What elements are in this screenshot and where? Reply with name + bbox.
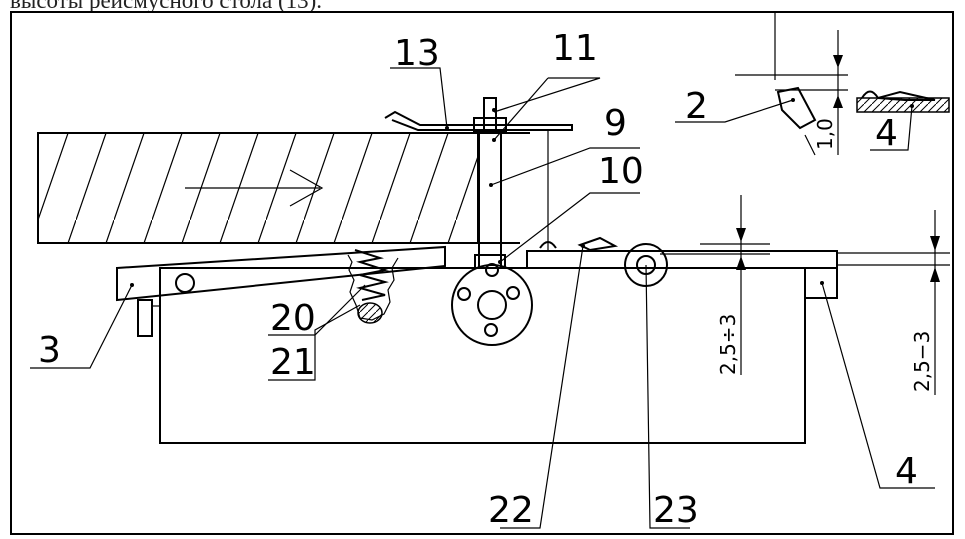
label-21: 21 <box>270 342 316 383</box>
label-4-top: 4 <box>875 113 898 154</box>
outfeed-table-4 <box>526 250 838 299</box>
label-22: 22 <box>488 490 534 531</box>
drawing-frame <box>10 11 954 535</box>
knife-holder-22 <box>539 236 619 252</box>
dimension-right-text: 2,5−3 <box>910 331 934 392</box>
dimension-mid-text: 2,5÷3 <box>716 314 740 375</box>
knife-detail-2 <box>735 12 848 156</box>
dimension-mid <box>660 195 770 375</box>
label-10: 10 <box>598 151 644 192</box>
label-2: 2 <box>685 86 708 127</box>
plate-detail-4 <box>856 90 950 113</box>
label-11: 11 <box>552 28 598 69</box>
caption-text: высоты рейсмусного стола (13). <box>10 0 323 13</box>
leader-lines <box>30 67 935 529</box>
label-3: 3 <box>38 330 61 371</box>
label-23: 23 <box>653 490 699 531</box>
label-9: 9 <box>604 103 627 144</box>
cutter-head <box>451 263 533 346</box>
dimension-right <box>837 210 950 395</box>
feed-direction-arrow <box>185 169 324 207</box>
label-20: 20 <box>270 298 316 339</box>
spring-assembly <box>347 249 399 324</box>
label-4-bottom: 4 <box>895 451 918 492</box>
label-13: 13 <box>394 33 440 74</box>
dimension-knife-text: 1,0 <box>813 118 837 150</box>
infeed-table-3 <box>116 245 446 337</box>
